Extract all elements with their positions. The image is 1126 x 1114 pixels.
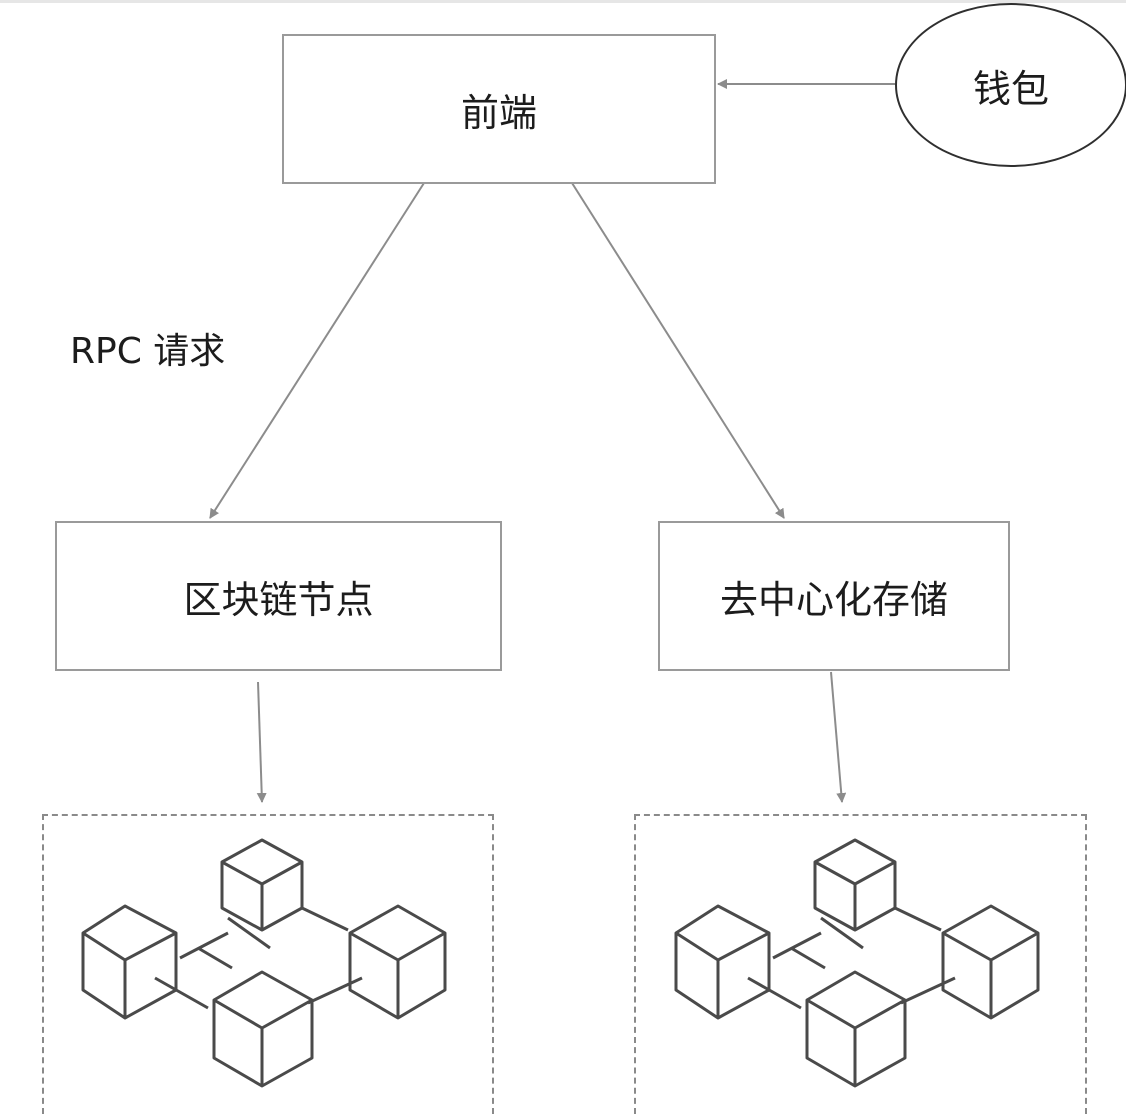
frontend-node-label: 前端 [460,90,537,135]
cube-top [813,838,897,932]
cube-bottom [805,970,907,1088]
blockchain-node-label: 区块链节点 [183,577,374,622]
edge-frontend-to-blockchain-node [209,182,425,519]
cube-left [674,904,771,1020]
cube-bottom [212,970,314,1088]
frontend-node: 前端 [282,34,716,184]
edge-frontend-to-storage [571,182,785,519]
cube-connectors [747,906,956,1010]
wallet-node: 钱包 [895,3,1126,167]
blockchain-node-box: 区块链节点 [55,521,502,671]
blockchain-network-container [42,814,494,1114]
cube-connectors [154,906,363,1010]
blockchain-cubes-icon [80,838,450,1088]
cube-right [941,904,1040,1020]
decentralized-storage-label: 去中心化存储 [719,577,948,622]
cube-right [348,904,447,1020]
decentralized-storage-box: 去中心化存储 [658,521,1010,671]
edge-storage-to-cluster [830,671,847,803]
edge-blockchain-node-to-cluster [256,681,267,803]
top-border-strip [0,0,1126,3]
cube-left [81,904,178,1020]
storage-cubes-icon [673,838,1043,1088]
rpc-request-label: RPC 请求 [70,331,226,372]
storage-network-container [634,814,1087,1114]
cube-top [220,838,304,932]
wallet-node-label: 钱包 [972,66,1049,111]
